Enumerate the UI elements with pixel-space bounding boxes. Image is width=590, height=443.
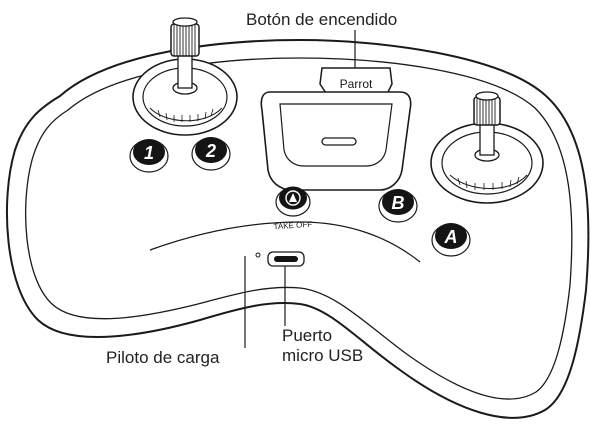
takeoff-label: TAKE OFF <box>273 220 312 232</box>
takeoff-button[interactable] <box>275 186 311 217</box>
power-button[interactable]: Parrot <box>319 67 393 97</box>
charge-led <box>255 252 261 258</box>
button-1-label: 1 <box>144 143 154 163</box>
button-2[interactable]: 2 <box>191 137 231 171</box>
usb-port-callout-line1: Puerto <box>282 326 333 345</box>
usb-port-callout-line2: micro USB <box>282 346 364 365</box>
controller-body-inner <box>25 57 573 400</box>
left-joystick <box>132 17 238 136</box>
button-b-label: B <box>392 193 405 213</box>
charge-led-callout: Piloto de carga <box>106 348 220 367</box>
controller-body-outer <box>5 38 590 419</box>
micro-usb-port <box>267 251 305 267</box>
right-joystick <box>430 91 544 204</box>
usb-port-callout: Puerto micro USB <box>282 326 363 366</box>
brand-logo-text: Parrot <box>340 77 373 91</box>
power-button-callout: Botón de encendido <box>246 10 398 29</box>
takeoff-arrow-icon <box>285 190 301 206</box>
controller-belly-line <box>149 221 421 263</box>
button-a[interactable]: A <box>431 223 471 257</box>
button-1[interactable]: 1 <box>129 139 169 173</box>
button-a-label: A <box>444 227 458 247</box>
button-b[interactable]: B <box>378 189 418 223</box>
phone-holder <box>260 91 412 191</box>
button-2-label: 2 <box>205 141 216 161</box>
